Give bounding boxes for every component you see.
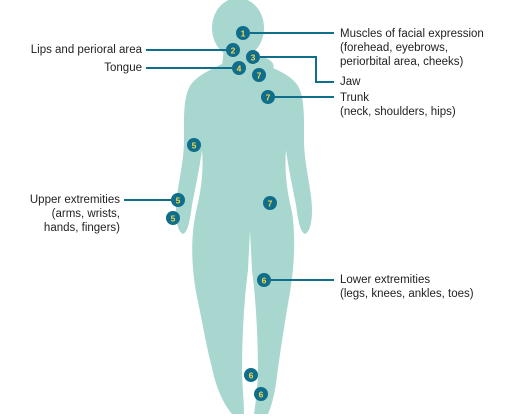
label-lower-line2: (legs, knees, ankles, toes) <box>340 287 474 301</box>
label-upper: Upper extremities (arms, wrists, hands, … <box>4 193 120 235</box>
marker-5-upperarm-number: 5 <box>192 141 197 151</box>
label-upper-line2: (arms, wrists, <box>4 207 120 221</box>
label-lips-text: Lips and perioral area <box>10 43 142 57</box>
marker-6-knee: 6 <box>257 273 271 287</box>
marker-4-number: 4 <box>237 64 242 74</box>
label-lower: Lower extremities (legs, knees, ankles, … <box>340 273 474 301</box>
label-facial-line1: Muscles of facial expression <box>340 27 484 41</box>
label-trunk-line2: (neck, shoulders, hips) <box>340 105 456 119</box>
marker-6-ankle-number: 6 <box>249 371 254 381</box>
label-jaw-text: Jaw <box>340 75 360 89</box>
marker-7-hip-number: 7 <box>268 199 273 209</box>
label-facial-line3: periorbital area, cheeks) <box>340 55 484 69</box>
marker-6-foot: 6 <box>254 387 268 401</box>
marker-7-shoulder-number: 7 <box>266 93 271 103</box>
label-upper-line1: Upper extremities <box>4 193 120 207</box>
marker-1: 1 <box>236 26 250 40</box>
marker-5-hand-number: 5 <box>171 214 176 224</box>
label-lips: Lips and perioral area <box>10 43 142 57</box>
marker-2-number: 2 <box>231 46 236 56</box>
torso-shape <box>176 64 312 414</box>
marker-7-shoulder: 7 <box>261 90 275 104</box>
label-jaw: Jaw <box>340 75 360 89</box>
marker-3: 3 <box>246 50 260 64</box>
label-lower-line1: Lower extremities <box>340 273 474 287</box>
label-trunk: Trunk (neck, shoulders, hips) <box>340 91 456 119</box>
label-tongue-text: Tongue <box>10 61 142 75</box>
label-trunk-line1: Trunk <box>340 91 456 105</box>
label-upper-line3: hands, fingers) <box>4 221 120 235</box>
label-facial: Muscles of facial expression (forehead, … <box>340 27 484 69</box>
label-tongue: Tongue <box>10 61 142 75</box>
label-facial-line2: (forehead, eyebrows, <box>340 41 484 55</box>
marker-5-upperarm: 5 <box>187 138 201 152</box>
marker-7-hip: 7 <box>263 196 277 210</box>
marker-5-wrist: 5 <box>171 193 185 207</box>
marker-7-neck: 7 <box>252 68 266 82</box>
marker-1-number: 1 <box>241 29 246 39</box>
marker-2: 2 <box>226 43 240 57</box>
body-silhouette <box>176 0 312 414</box>
marker-5-wrist-number: 5 <box>176 196 181 206</box>
marker-5-hand: 5 <box>166 211 180 225</box>
marker-6-knee-number: 6 <box>262 276 267 286</box>
marker-6-foot-number: 6 <box>259 390 264 400</box>
marker-3-number: 3 <box>251 53 256 63</box>
marker-6-ankle: 6 <box>244 368 258 382</box>
marker-7-neck-number: 7 <box>257 71 262 81</box>
marker-4: 4 <box>232 61 246 75</box>
